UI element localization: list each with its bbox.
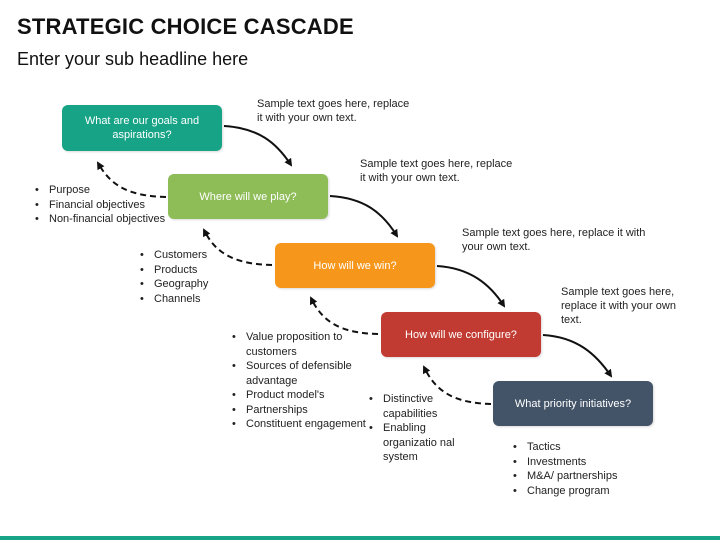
page-title: STRATEGIC CHOICE CASCADE: [17, 14, 354, 39]
footer-accent-bar: [0, 536, 720, 540]
forward-arrow-3: [436, 265, 506, 308]
forward-arrow-2: [329, 195, 399, 238]
step-initiatives-box: What priority initiatives?: [493, 381, 653, 426]
forward-arrow-1: [223, 125, 293, 167]
feedback-arrow-3: [309, 296, 379, 335]
forward-arrow-4: [542, 334, 613, 378]
step-configure-box: How will we configure?: [381, 312, 541, 357]
step-win-label: How will we win?: [313, 259, 397, 272]
page-subtitle: Enter your sub headline here: [17, 49, 249, 69]
step-play-label: Where will we play?: [199, 190, 297, 203]
list-item: Tactics: [513, 440, 627, 455]
step-win-box: How will we win?: [275, 243, 435, 288]
list-item: Distinctive capabilities: [369, 392, 461, 421]
step-goals-label: What are our goals and aspirations?: [84, 115, 200, 141]
list-item: Geography: [140, 277, 264, 292]
list-item: M&A/ partnerships: [513, 469, 627, 484]
play-bullet-list: Customers Products Geography Channels: [139, 248, 264, 306]
step-goals-note: Sample text goes here, replace it with y…: [257, 98, 410, 124]
list-item: Value proposition to customers: [232, 330, 371, 359]
list-item: Product model's: [232, 388, 371, 403]
list-item: Investments: [513, 455, 627, 470]
list-item: Channels: [140, 292, 264, 307]
goals-bullet-list: Purpose Financial objectives Non-financi…: [34, 183, 169, 227]
list-item: Partnerships: [232, 403, 371, 418]
initiatives-bullet-list: Tactics Investments M&A/ partnerships Ch…: [512, 440, 627, 498]
step-goals-box: What are our goals and aspirations?: [62, 105, 222, 151]
list-item: Products: [140, 263, 264, 278]
step-play-box: Where will we play?: [168, 174, 328, 219]
configure-bullet-list: Distinctive capabilities Enabling organi…: [368, 392, 461, 465]
step-win-note: Sample text goes here, replace it with y…: [462, 227, 646, 253]
step-configure-note: Sample text goes here, replace it with y…: [561, 286, 676, 326]
list-item: Change program: [513, 484, 627, 499]
step-initiatives-label: What priority initiatives?: [514, 397, 632, 410]
list-item: Constituent engagement: [232, 417, 371, 432]
step-configure-label: How will we configure?: [405, 328, 517, 341]
list-item: Sources of defensible advantage: [232, 359, 371, 388]
step-play-note: Sample text goes here, replace it with y…: [360, 158, 513, 184]
list-item: Non-financial objectives: [35, 212, 169, 227]
list-item: Customers: [140, 248, 264, 263]
list-item: Enabling organizatio nal system: [369, 421, 461, 465]
win-bullet-list: Value proposition to customers Sources o…: [231, 330, 371, 432]
list-item: Purpose: [35, 183, 169, 198]
list-item: Financial objectives: [35, 198, 169, 213]
